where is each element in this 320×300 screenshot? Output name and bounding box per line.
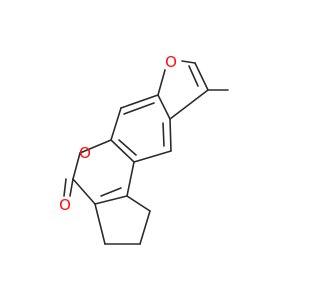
bond-lactone-o-c	[72, 152, 81, 180]
atom-label-furan-oxygen: O	[165, 53, 177, 71]
bond-benzene-c5-c4	[133, 150, 172, 163]
bond-benzene-c4-c3a-double	[162, 122, 165, 147]
bond-benzene-c7a-c7-double	[123, 102, 155, 115]
bond-cyclopentane-1	[126, 195, 151, 212]
bond-benzene-c7-c6	[110, 107, 122, 141]
bond-benzene-c4-c3a	[169, 118, 172, 152]
bond-furan-c2-o	[181, 60, 196, 64]
bond-benzene-c6-c5-double	[118, 139, 137, 156]
atom-label-lactone-ring-oxygen: O	[79, 144, 91, 162]
bond-benzene-c6-c5	[110, 139, 135, 163]
bond-lactone-c-c-double	[100, 187, 122, 197]
molecule-structure-diagram: O O O	[59, 53, 229, 245]
bond-cyclopentane-4	[94, 203, 106, 245]
atom-label-carbonyl-oxygen: O	[59, 196, 71, 214]
atom-label-layer: O O O	[59, 53, 177, 214]
bond-benzene-c7a-c7	[120, 94, 159, 109]
bond-layer	[63, 60, 229, 245]
bond-lactone-cc-c5	[126, 161, 135, 197]
bond-furan-c3-c2	[194, 62, 209, 91]
bond-furan-c3a-c3	[169, 89, 209, 120]
bond-lactone-c6-o	[79, 139, 112, 154]
bond-carbonyl	[69, 178, 74, 197]
bond-furan-c3-c2-double	[188, 65, 199, 87]
bond-lactone-ring-link	[94, 195, 128, 205]
bond-lactone-c-c	[72, 178, 96, 205]
bond-cyclopentane-2	[139, 210, 151, 245]
bond-carbonyl-double	[63, 178, 67, 197]
bond-furan-o-c7a	[157, 69, 166, 96]
bond-furan-c7a-c3a	[157, 94, 171, 120]
